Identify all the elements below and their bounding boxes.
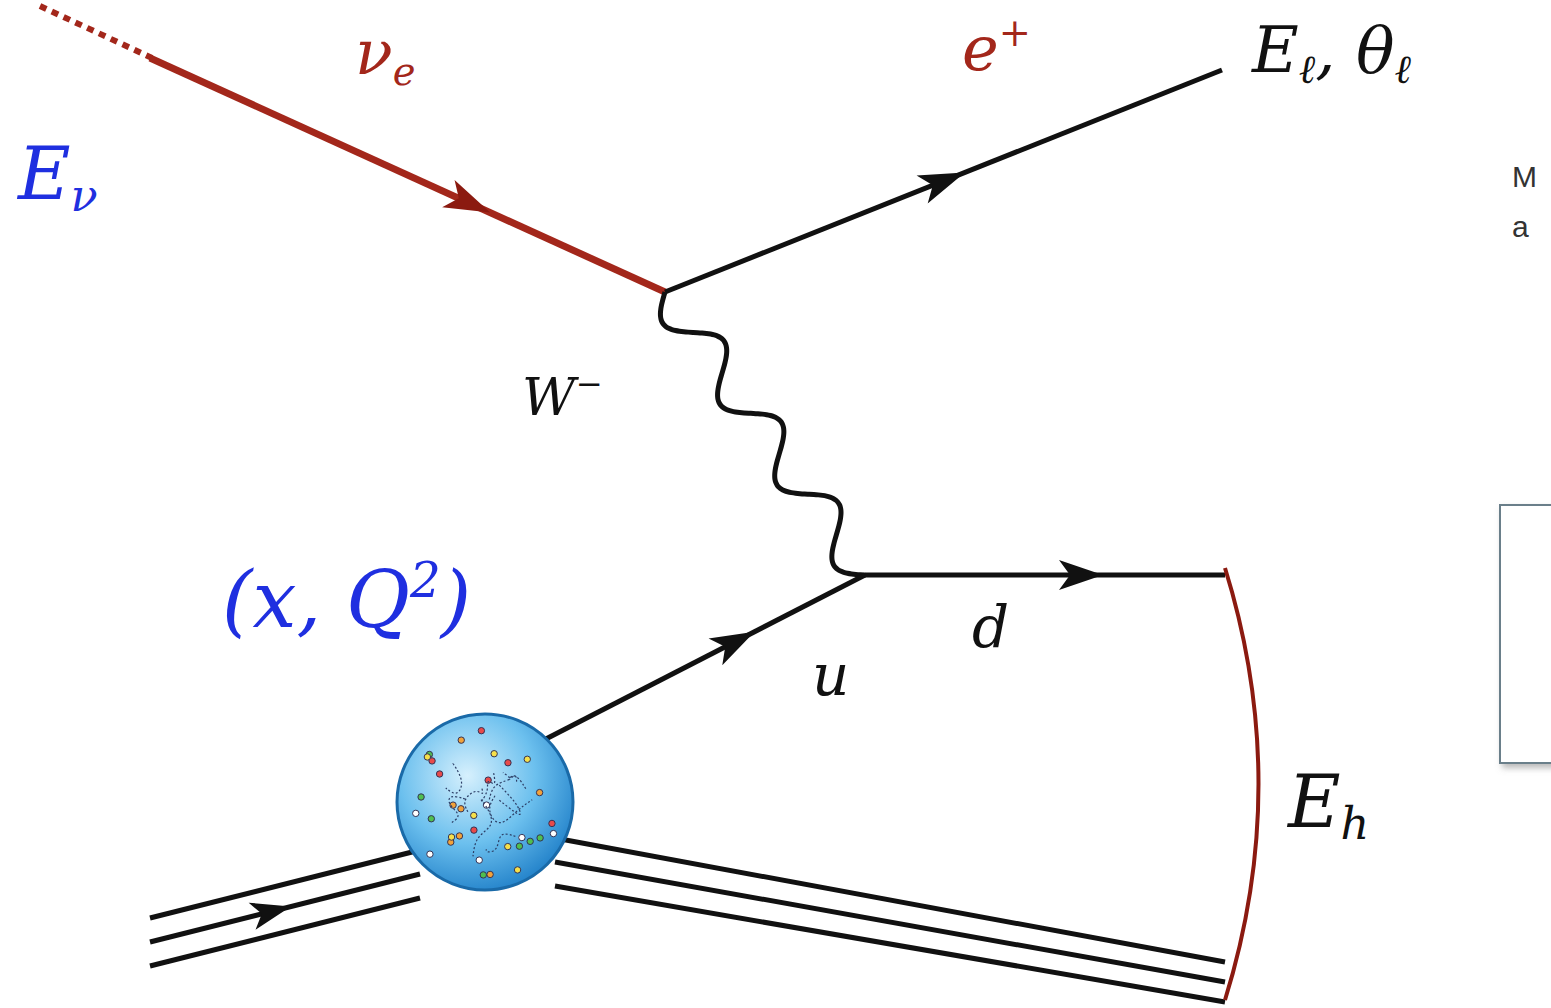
parton-dot [549,820,555,826]
neutrino-dotted-line [40,6,152,58]
arrow-head [249,903,291,930]
label-group: Eν [18,138,98,219]
cropped-text: a [1512,210,1529,243]
arrow-head [442,180,490,213]
parton-dot [424,754,430,760]
parton-dot [491,751,497,757]
parton-dot [550,830,556,836]
arrow-head [1059,560,1103,590]
parton-dot [456,833,462,839]
flavor-subscript: e [393,49,416,94]
parton-dot [458,737,464,743]
power-superscript: 2 [410,552,441,608]
parton-dot [471,827,477,833]
w-boson-line [660,292,865,575]
parton-dot [476,857,482,863]
gluon-squiggle [489,773,509,800]
kinematics-label: ) [441,555,471,645]
parton-dot [519,834,525,840]
parton-dot [524,756,530,762]
label-group: M [1512,162,1537,192]
lepton-subscript: ℓ [1394,46,1411,92]
proton-blob [397,714,573,890]
positron-label: e [962,12,999,85]
parton-dot [537,835,543,841]
energy-subscript: ν [71,170,98,222]
gluon-squiggle [490,796,532,823]
parton-dot [514,867,520,873]
parton-dot [487,871,493,877]
label-group: (x, Q2) [222,556,471,639]
parton-dot [418,794,424,800]
side-panel [1500,505,1551,763]
angle-label: , θ [1315,13,1394,87]
kinematics-label: (x, Q [222,555,410,645]
gluon-squiggle [498,784,520,815]
hadron-bracket [1225,568,1259,1000]
quark-u-line [540,575,865,742]
label-group: u [812,646,849,704]
lepton-energy-label: E [1252,13,1299,87]
charge-superscript: − [575,365,602,403]
remnant-line [555,862,1225,982]
gluon-squiggle [446,764,462,793]
label-group: e+ [962,14,1031,80]
parton-dot [413,810,419,816]
hadron-subscript: h [1341,798,1370,850]
parton-dot [450,802,456,808]
label-group: νe [355,22,415,91]
label-group: Eh [1288,766,1369,847]
proton-circle [397,714,573,890]
label-group: Eℓ, θℓ [1252,18,1411,90]
quark-label: u [812,641,849,709]
parton-dot [448,834,454,840]
positron-line [665,70,1222,292]
gluon-squiggle [486,834,515,852]
gluon-squiggle [449,797,465,823]
neutrino-label: ν [355,16,393,89]
gluon-squiggle [509,776,526,789]
gluon-squiggle [473,800,491,857]
parton-dot [480,872,486,878]
parton-dot [471,812,477,818]
parton-dot [458,806,464,812]
parton-dot [427,851,433,857]
parton-dot [505,760,511,766]
cropped-text: M [1512,160,1537,193]
arrow-head [917,172,965,203]
parton-dot [527,838,533,844]
arrow-head [709,632,755,665]
lepton-subscript: ℓ [1299,46,1316,92]
parton-dot [505,843,511,849]
gluon-squiggle [465,787,483,812]
parton-dot [536,789,542,795]
parton-dot [478,727,484,733]
remnant-line [555,886,1225,1002]
energy-label: E [18,132,71,216]
parton-dot [436,771,442,777]
proton-line [150,898,420,966]
parton-dot [516,843,522,849]
label-group: a [1512,212,1529,242]
quark-label: d [972,593,1009,661]
gluon-squiggle [482,772,495,801]
quark-d-line [865,573,1225,578]
parton-dot [428,816,434,822]
hadron-energy-label: E [1288,760,1341,844]
label-group: d [972,598,1009,656]
label-group: W− [522,368,602,423]
boson-label: W [522,367,575,427]
charge-superscript: + [999,10,1031,55]
